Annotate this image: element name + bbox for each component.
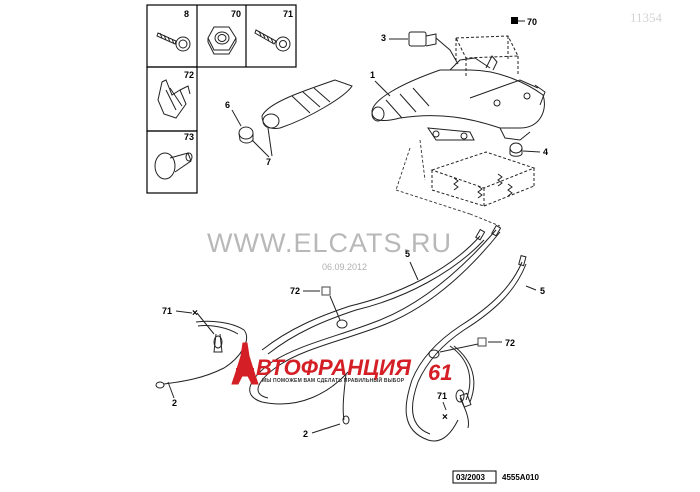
logo-number: 61 — [428, 360, 452, 385]
avtofrance-logo: ВТОФРАНЦИЯ 61 МЫ ПОМОЖЕМ ВАМ СДЕЛАТЬ ПРА… — [231, 342, 452, 385]
callout-4: 4 — [543, 147, 548, 157]
mounting-base — [430, 151, 536, 207]
drawing-ref-number: 4555A010 — [502, 473, 539, 482]
rear-cable-2-left — [155, 320, 247, 389]
inset-label-72: 72 — [184, 70, 194, 80]
handbrake-lever-1 — [371, 55, 546, 141]
callout-2-middle: 2 — [303, 429, 308, 439]
cross-marker-right: × — [442, 412, 448, 423]
clip-72-icon — [157, 79, 191, 119]
cap-6 — [238, 126, 254, 144]
callout-2-left: 2 — [172, 398, 177, 408]
nut-4 — [509, 142, 523, 157]
cable-end-fittings — [213, 224, 527, 403]
callout-72-right: 72 — [505, 338, 515, 348]
rear-cable-right-end — [459, 392, 472, 429]
switch-3 — [408, 31, 459, 65]
brake-cable-5-right — [405, 261, 527, 442]
screw-8-icon — [156, 32, 191, 52]
watermark: WWW.ELCATS.RU — [207, 228, 452, 258]
logo-tagline: МЫ ПОМОЖЕМ ВАМ СДЕЛАТЬ ПРАВИЛЬНЫЙ ВЫБОР — [262, 376, 405, 384]
rivet-73-icon — [154, 152, 193, 180]
inset-label-71: 71 — [283, 9, 293, 19]
parts-inset-table — [146, 4, 297, 194]
callout-1: 1 — [370, 70, 375, 80]
cross-marker-left: × — [192, 308, 198, 319]
screw-71-icon — [254, 29, 291, 52]
watermark-date: 06.09.2012 — [322, 262, 367, 272]
callout-5-top: 5 — [405, 249, 410, 259]
handle-grip-7 — [261, 79, 353, 129]
equalizer — [427, 127, 475, 141]
callout-3: 3 — [381, 33, 386, 43]
drawing-reference: 03/2003 4555A010 — [452, 470, 539, 484]
springs — [453, 173, 513, 199]
logo-text: ВТОФРАНЦИЯ — [256, 355, 412, 380]
callout-70: 70 — [527, 17, 537, 27]
inset-label-73: 73 — [184, 132, 194, 142]
brake-cable-5-left — [249, 229, 501, 405]
inset-label-70: 70 — [231, 9, 241, 19]
diagram-id: 11354 — [630, 10, 663, 25]
projection-lines — [395, 139, 501, 227]
callout-7: 7 — [266, 157, 271, 167]
callout-72-left: 72 — [290, 286, 300, 296]
callout-71-left: 71 — [162, 306, 172, 316]
mounting-plate-70 — [455, 35, 519, 76]
rear-cable-2-middle — [342, 373, 350, 425]
callout-6: 6 — [225, 100, 230, 110]
nut-70-icon — [207, 26, 237, 55]
inset-label-8: 8 — [184, 9, 189, 19]
square-70-marker — [511, 17, 518, 24]
clip-72-marker-right — [477, 337, 487, 347]
callout-5-right: 5 — [540, 286, 545, 296]
eiffel-tower-icon — [231, 342, 259, 385]
date-code: 03/2003 — [456, 473, 485, 482]
callout-71-right: 71 — [437, 391, 447, 401]
clip-72-marker-left — [321, 286, 331, 296]
